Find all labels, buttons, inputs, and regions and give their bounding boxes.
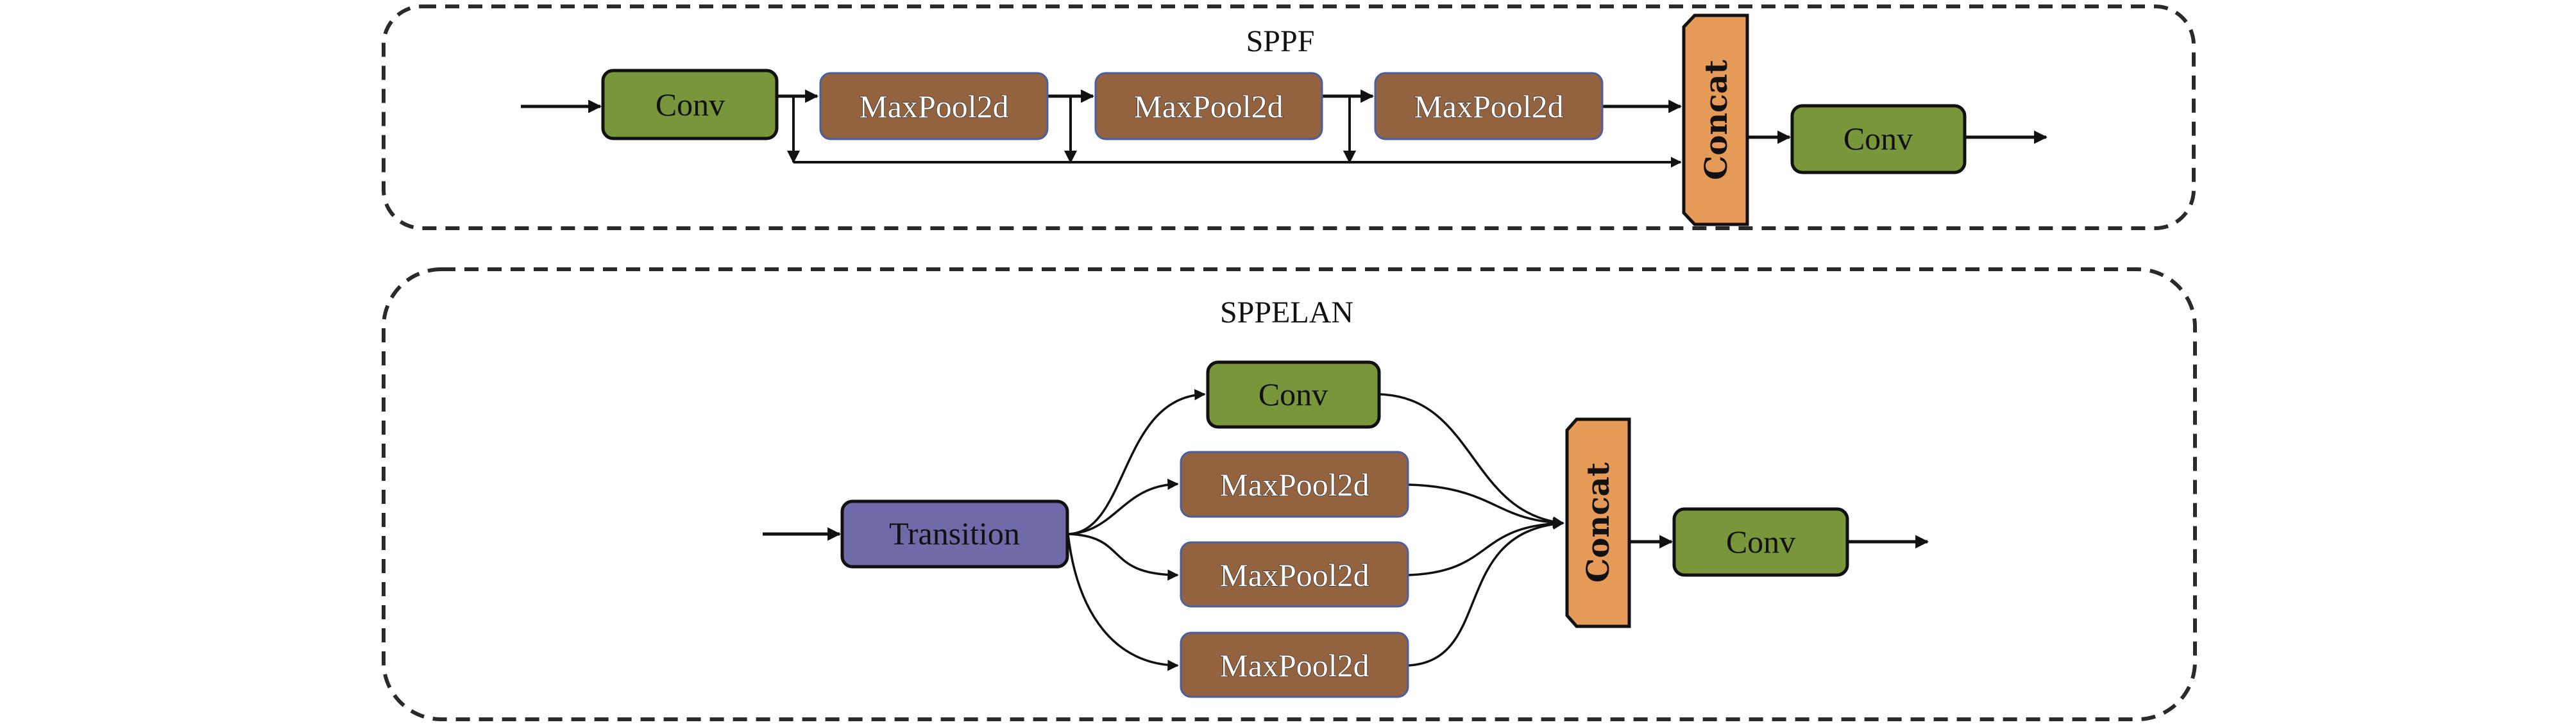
sppf-conv-in-node[interactable]: Conv <box>601 69 779 140</box>
sppf-title: SPPF <box>1246 24 1315 58</box>
sppelan-title: SPPELAN <box>1220 296 1353 330</box>
sppelan-edge-maxpool3-concat <box>1408 518 1564 667</box>
sppf-group-border <box>382 4 2196 230</box>
sppf-maxpool-1-node[interactable]: MaxPool2d <box>819 72 1049 140</box>
sppelan-edge-transition-maxpool3 <box>1067 533 1179 671</box>
sppelan-concat-label: Concat <box>1580 462 1616 583</box>
sppelan-group-border <box>382 267 2197 721</box>
sppf-maxpool-3-node[interactable]: MaxPool2d <box>1374 72 1604 140</box>
sppf-concat-node[interactable]: Concat <box>1682 13 1749 226</box>
sppelan-transition-node[interactable]: Transition <box>840 499 1069 569</box>
sppf-conv-out-label: Conv <box>1843 121 1913 156</box>
sppelan-conv-node[interactable]: Conv <box>1206 360 1381 429</box>
sppelan-maxpool-3-node[interactable]: MaxPool2d <box>1180 631 1409 698</box>
sppelan-concat-node[interactable]: Concat <box>1565 417 1631 628</box>
sppf-maxpool-1-label: MaxPool2d <box>859 88 1008 124</box>
sppelan-edge-maxpool2-concat <box>1408 517 1564 576</box>
sppelan-edge-transition-conv <box>1067 389 1206 535</box>
sppelan-edge-conv-concat <box>1379 393 1564 528</box>
sppf-maxpool-3-label: MaxPool2d <box>1414 88 1563 124</box>
sppf-module: SPPF Conv MaxPool2d MaxPool2d MaxPool2d <box>382 4 2196 230</box>
sppelan-conv-out-label: Conv <box>1726 524 1795 560</box>
sppelan-maxpool-1-label: MaxPool2d <box>1219 467 1369 503</box>
sppelan-edge-transition-maxpool1 <box>1067 478 1179 535</box>
sppelan-conv-out-node[interactable]: Conv <box>1672 507 1849 577</box>
sppf-concat-label: Concat <box>1699 60 1734 180</box>
sppf-conv-out-node[interactable]: Conv <box>1790 104 1967 174</box>
sppelan-module: SPPELAN Transition Conv MaxPool2d <box>382 267 2197 721</box>
sppelan-maxpool-3-label: MaxPool2d <box>1219 648 1369 683</box>
sppelan-maxpool-1-node[interactable]: MaxPool2d <box>1180 451 1409 518</box>
sppelan-edge-transition-maxpool2 <box>1067 533 1179 581</box>
sppf-maxpool-2-label: MaxPool2d <box>1133 88 1283 124</box>
sppelan-maxpool-2-label: MaxPool2d <box>1219 557 1369 593</box>
sppelan-edge-maxpool1-concat <box>1408 483 1564 529</box>
sppelan-maxpool-2-node[interactable]: MaxPool2d <box>1180 541 1409 608</box>
sppelan-conv-label: Conv <box>1258 376 1328 412</box>
sppf-maxpool-2-node[interactable]: MaxPool2d <box>1094 72 1323 140</box>
sppf-conv-in-label: Conv <box>656 87 725 122</box>
sppelan-transition-label: Transition <box>889 515 1020 551</box>
